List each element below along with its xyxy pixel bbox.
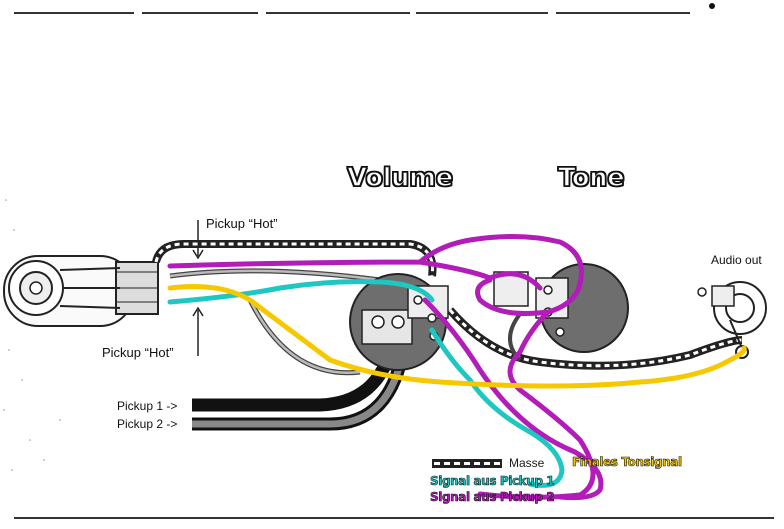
ground-wire-top	[152, 240, 437, 277]
legend-pickup2-label: Signal aus Pickup 2	[430, 490, 555, 505]
pickup2-cable-label: Pickup 2 ->	[117, 417, 178, 431]
volume-pot	[349, 273, 449, 371]
top-border	[14, 3, 715, 14]
pickup-switch	[3, 255, 159, 327]
pickup2-signal-wire	[167, 233, 596, 500]
scan-noise	[3, 199, 61, 471]
legend-final-signal-label: Finales Tonsignal	[572, 455, 683, 470]
pickup1-signal-wire	[167, 279, 565, 488]
legend-masse-label: Masse	[509, 456, 545, 470]
pickup1-cable-label: Pickup 1 ->	[117, 399, 178, 413]
pickup-hot-label-top: Pickup “Hot”	[206, 216, 278, 231]
tone-label: Tone	[557, 162, 625, 194]
pickup2-signal-tail	[422, 297, 604, 501]
output-jack	[697, 281, 767, 359]
volume-label: Volume	[346, 162, 454, 194]
pickup-hot-label-bottom: Pickup “Hot”	[102, 345, 174, 360]
final-signal-wire	[167, 284, 747, 389]
grey-wires	[169, 268, 522, 376]
pickup-hot-markers	[192, 220, 204, 356]
ground-wire-bottom	[446, 307, 743, 370]
legend-masse-sample	[432, 459, 502, 468]
legend-pickup1-label: Signal aus Pickup 1	[430, 474, 555, 489]
audio-out-label: Audio out	[711, 253, 762, 267]
